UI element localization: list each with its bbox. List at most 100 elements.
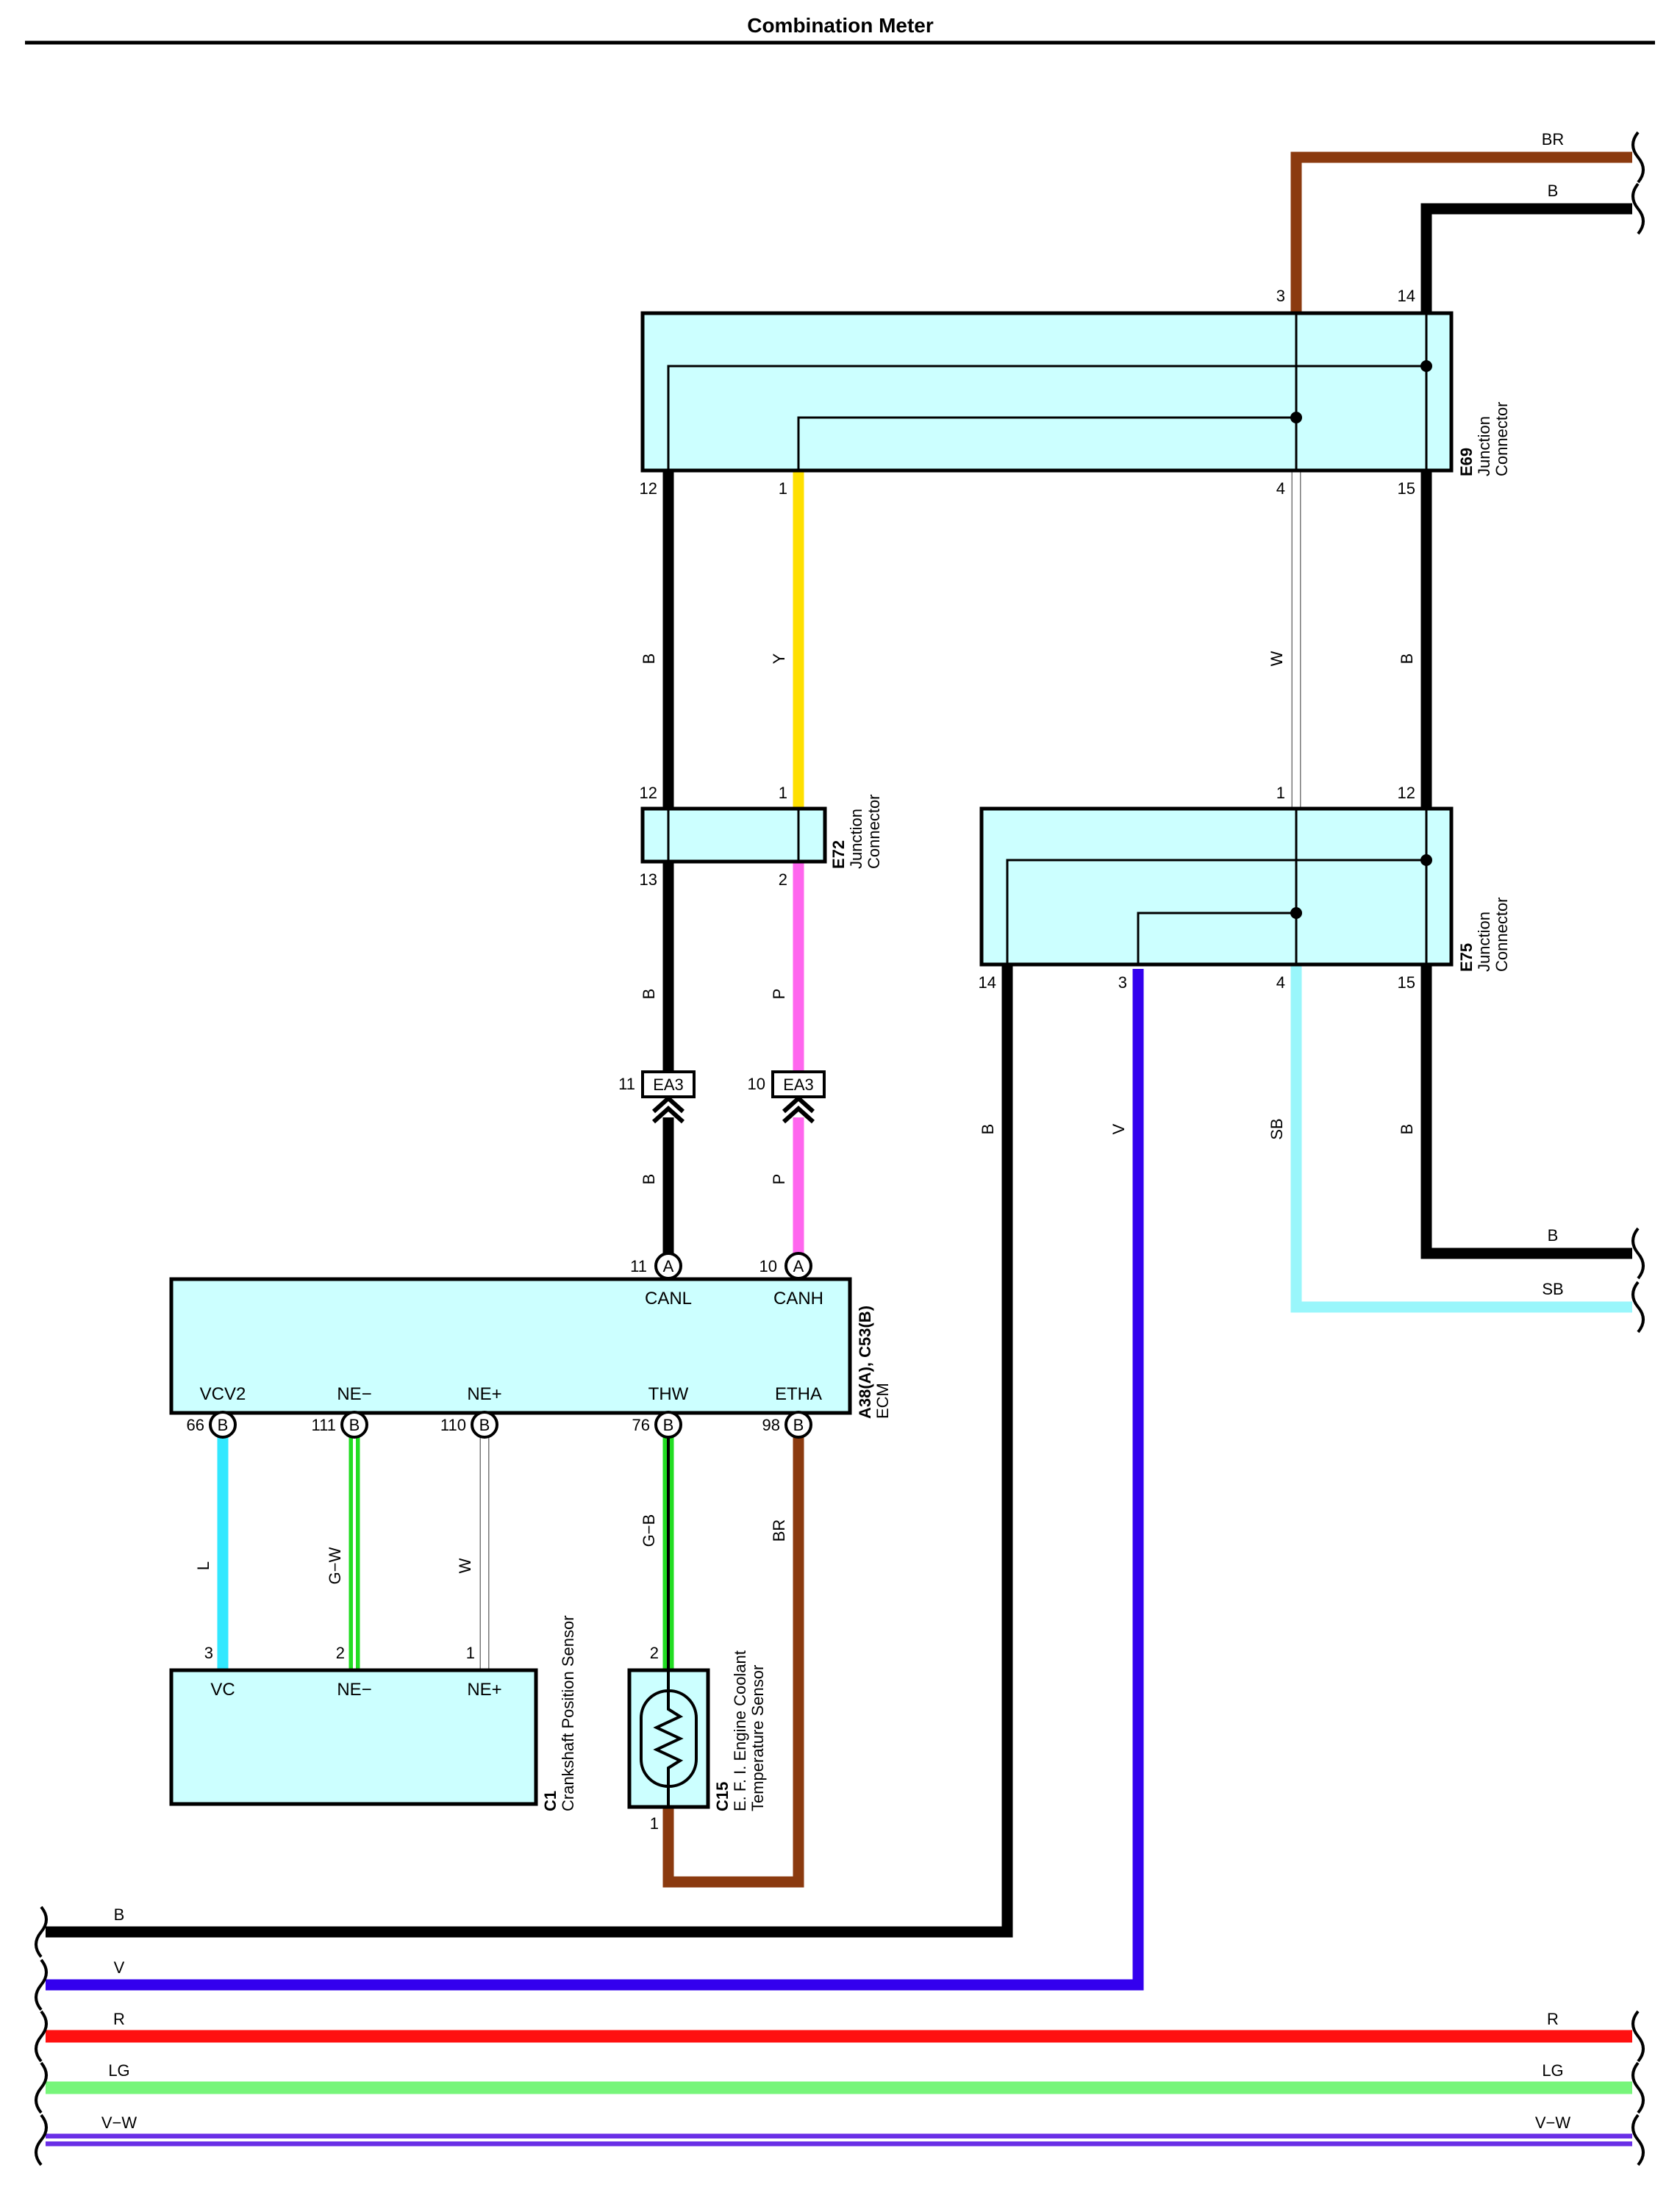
wire-label: L bbox=[194, 1561, 212, 1570]
pin-number: 76 bbox=[632, 1416, 650, 1434]
connector-letter: B bbox=[479, 1416, 490, 1434]
connector-a-circle bbox=[654, 1252, 682, 1280]
wire-label: BR bbox=[770, 1520, 788, 1542]
wire-top-b bbox=[1420, 203, 1632, 313]
wire-label: B bbox=[114, 1905, 125, 1924]
component-code: C15 bbox=[713, 1782, 732, 1811]
wire-label: G−W bbox=[326, 1547, 344, 1584]
wire-label: P bbox=[770, 1174, 788, 1185]
wire-label: W bbox=[1268, 651, 1286, 666]
connector-letter: B bbox=[663, 1416, 674, 1434]
signal-name: VCV2 bbox=[200, 1384, 246, 1404]
wire-e75-b-right bbox=[1420, 964, 1632, 1259]
wire-label: B bbox=[640, 989, 658, 1000]
signal-name: THW bbox=[648, 1384, 689, 1404]
wire-label: W bbox=[456, 1558, 474, 1573]
connector-b-circle bbox=[784, 1411, 812, 1439]
pin-number: 10 bbox=[759, 1257, 777, 1275]
wire-break-icon bbox=[1631, 1281, 1645, 1334]
pin-number: 12 bbox=[640, 479, 657, 498]
pin-number: 1 bbox=[1276, 784, 1285, 802]
pin-number: 2 bbox=[779, 870, 787, 889]
wire-ecm-br bbox=[662, 1437, 804, 1888]
wire-break-icon bbox=[1631, 131, 1645, 184]
connector-code: EA3 bbox=[783, 1075, 814, 1094]
wire-label: SB bbox=[1542, 1280, 1563, 1298]
signal-name: CANL bbox=[645, 1289, 692, 1309]
splice-dot bbox=[1290, 412, 1302, 423]
wire-break-icon bbox=[35, 1958, 48, 2011]
connector-ea3 bbox=[641, 1070, 826, 1124]
wire-label: V bbox=[1109, 1123, 1128, 1134]
component-code: C1 bbox=[541, 1791, 560, 1811]
wire-break-icon bbox=[1631, 2061, 1645, 2114]
signal-name: NE+ bbox=[467, 1680, 501, 1700]
splice-dot bbox=[1290, 907, 1302, 919]
wire-break-icon bbox=[1631, 2010, 1645, 2063]
connector-letter: B bbox=[349, 1416, 360, 1434]
junction-connector-e75 bbox=[979, 806, 1454, 967]
pin-number: 11 bbox=[618, 1075, 635, 1093]
wire-break-icon bbox=[1631, 1227, 1645, 1280]
signal-name: NE− bbox=[337, 1384, 371, 1404]
wire-top-br bbox=[1290, 151, 1632, 313]
ecm-component bbox=[169, 1252, 852, 1439]
coolant-temperature-sensor bbox=[627, 1668, 710, 1809]
pin-number: 13 bbox=[640, 870, 657, 889]
pin-number: 110 bbox=[440, 1416, 466, 1434]
signal-name: CANH bbox=[773, 1289, 823, 1309]
wire-break-icon bbox=[1631, 182, 1645, 235]
wire-bottom-v bbox=[46, 969, 1144, 1991]
wire-label: BR bbox=[1542, 130, 1565, 148]
wire-label: B bbox=[979, 1124, 997, 1135]
wire-label: B bbox=[1398, 654, 1416, 665]
component-code: A38(A), C53(B) bbox=[856, 1306, 874, 1419]
pin-number: 2 bbox=[650, 1644, 659, 1662]
connector-letter: B bbox=[793, 1416, 804, 1434]
connector-code: EA3 bbox=[653, 1075, 684, 1094]
wire-label: B bbox=[640, 654, 658, 665]
connector-b-circle bbox=[471, 1411, 498, 1439]
pin-number: 10 bbox=[748, 1075, 765, 1093]
wire-label: R bbox=[113, 2010, 125, 2028]
component-desc: Connector bbox=[1493, 897, 1511, 972]
signal-name: VC bbox=[210, 1680, 235, 1700]
pin-number: 2 bbox=[336, 1644, 345, 1662]
connector-b-circle bbox=[340, 1411, 368, 1439]
signal-name: NE− bbox=[337, 1680, 371, 1700]
pin-number: 1 bbox=[779, 479, 787, 498]
component-code: E69 bbox=[1457, 448, 1476, 476]
connector-letter: A bbox=[793, 1257, 804, 1275]
junction-connector-e69 bbox=[640, 311, 1454, 473]
wire-bottom-b bbox=[46, 1617, 1013, 1938]
pin-number: 4 bbox=[1276, 973, 1285, 992]
chevron-up-icon bbox=[782, 1095, 815, 1124]
wire-break-icon bbox=[35, 2010, 48, 2063]
pin-number: 15 bbox=[1398, 973, 1415, 992]
component-code: E75 bbox=[1457, 943, 1476, 972]
component-desc: Temperature Sensor bbox=[748, 1665, 767, 1811]
pin-number: 11 bbox=[630, 1257, 647, 1275]
wire-label: V−W bbox=[1535, 2113, 1571, 2132]
wire-e75-sb bbox=[1290, 964, 1632, 1313]
component-desc: Junction bbox=[1475, 416, 1493, 476]
page-title: Combination Meter bbox=[747, 14, 934, 37]
pin-number: 3 bbox=[1276, 287, 1285, 305]
wire-break-icon bbox=[35, 2061, 48, 2114]
wire-label: G−B bbox=[640, 1514, 658, 1547]
wire-label: V bbox=[114, 1958, 125, 1977]
component-desc: E. F. I. Engine Coolant bbox=[731, 1650, 749, 1811]
wire-break-icon bbox=[35, 1905, 48, 1958]
connector-letter: A bbox=[663, 1257, 674, 1275]
wire-label: LG bbox=[108, 2061, 129, 2080]
component-code: E72 bbox=[829, 840, 848, 869]
component-desc: Connector bbox=[1493, 401, 1511, 476]
wire-break-icon bbox=[1631, 2113, 1645, 2166]
wire-label: SB bbox=[1268, 1118, 1286, 1139]
junction-connector-e72 bbox=[640, 806, 827, 864]
connector-a-circle bbox=[784, 1252, 812, 1280]
pin-number: 1 bbox=[466, 1644, 475, 1662]
pin-number: 12 bbox=[640, 784, 657, 802]
pin-number: 12 bbox=[1398, 784, 1415, 802]
